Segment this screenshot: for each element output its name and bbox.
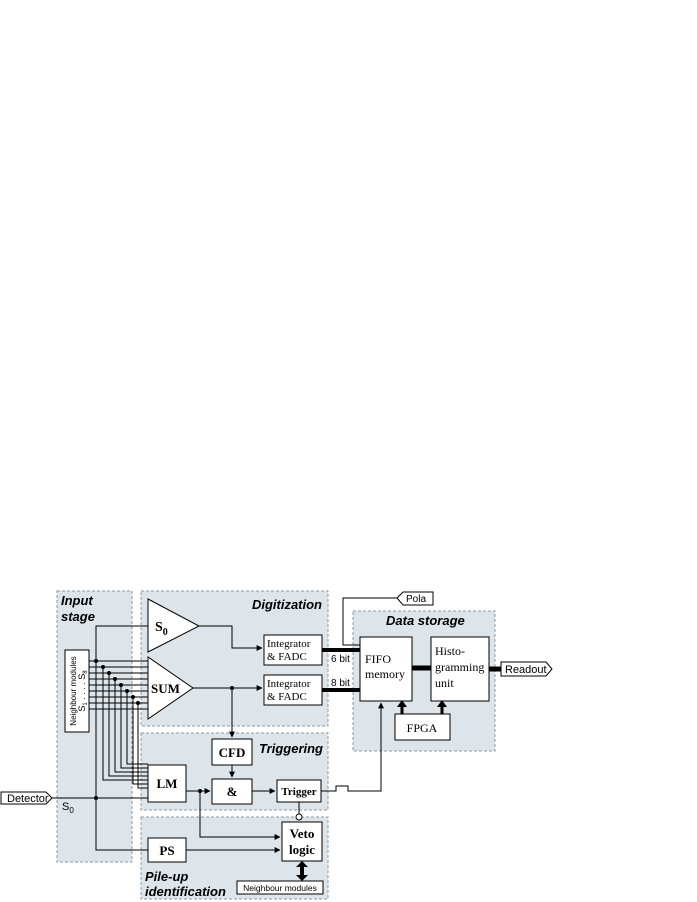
detector-input-arrow xyxy=(0,791,53,805)
and-label: & xyxy=(227,784,238,799)
trigger-to-fifo-line xyxy=(321,702,384,792)
integrator-fadc-1 xyxy=(263,634,323,666)
integrator-2-line2: & FADC xyxy=(267,691,307,703)
ps-label: PS xyxy=(159,843,174,858)
digitization-title: Digitization xyxy=(252,597,322,612)
veto-logic-block xyxy=(281,821,323,862)
fpga-link-heads xyxy=(397,700,447,707)
integrator-1-line1: Integrator xyxy=(267,638,311,650)
readout-label: Readout xyxy=(505,664,547,676)
fpga-label: FPGA xyxy=(407,721,438,735)
s0-amplifier xyxy=(147,598,201,653)
triggering-title: Triggering xyxy=(259,741,323,756)
pola-line xyxy=(342,597,397,646)
lm-block xyxy=(147,764,187,803)
readout-output-arrow xyxy=(500,661,553,677)
fifo-line1: FIFO xyxy=(365,652,391,666)
input-bus-lines xyxy=(89,625,148,851)
sum-label: SUM xyxy=(151,681,180,696)
integrator-fadc-2 xyxy=(263,674,323,706)
and-gate xyxy=(211,778,253,805)
fpga-links xyxy=(400,706,444,714)
s0-to-integrator-line xyxy=(199,625,263,651)
pola-label: Pola xyxy=(406,594,426,605)
lm-to-veto-line xyxy=(199,791,281,840)
pileup-title-2: identification xyxy=(145,884,226,899)
data-storage-title: Data storage xyxy=(386,613,465,628)
s-channels-label: S1 . . . . S8 xyxy=(77,670,89,712)
histogramming-unit xyxy=(430,636,490,702)
histo-line2: gramming xyxy=(435,660,484,674)
lm-label: LM xyxy=(157,776,178,791)
histo-line1: Histo- xyxy=(435,644,465,658)
input-stage-title-2: stage xyxy=(61,609,95,624)
s0-input-label: S0 xyxy=(62,801,74,815)
cfd-label: CFD xyxy=(219,745,246,760)
detector-label: Detector xyxy=(7,793,49,805)
veto-inhibit-bubble xyxy=(295,813,303,821)
veto-line1: Veto xyxy=(290,826,315,841)
histo-line3: unit xyxy=(435,676,454,690)
input-stage-title-1: Input xyxy=(61,593,93,608)
veto-line2: logic xyxy=(289,842,315,857)
neighbour-modules-bottom-box xyxy=(236,880,324,895)
pola-input-arrow xyxy=(396,591,434,606)
bits-6-label: 6 bit xyxy=(331,654,350,665)
junction-dots xyxy=(94,659,234,800)
integrator-2-line1: Integrator xyxy=(267,678,311,690)
s0-amplifier-label: S0 xyxy=(155,620,168,638)
fpga-block xyxy=(394,713,451,741)
trigger-label: Trigger xyxy=(281,786,316,798)
veto-neighbour-link xyxy=(296,861,308,881)
fifo-line2: memory xyxy=(365,667,405,681)
sum-amplifier xyxy=(147,656,194,720)
neighbour-modules-bottom-label: Neighbour modules xyxy=(243,883,317,893)
bits-8-label: 8 bit xyxy=(331,678,350,689)
neighbour-modules-vertical-label: Neighbour modules xyxy=(69,656,78,725)
integrator-1-line2: & FADC xyxy=(267,651,307,663)
pileup-title-1: Pile-up xyxy=(145,869,188,884)
